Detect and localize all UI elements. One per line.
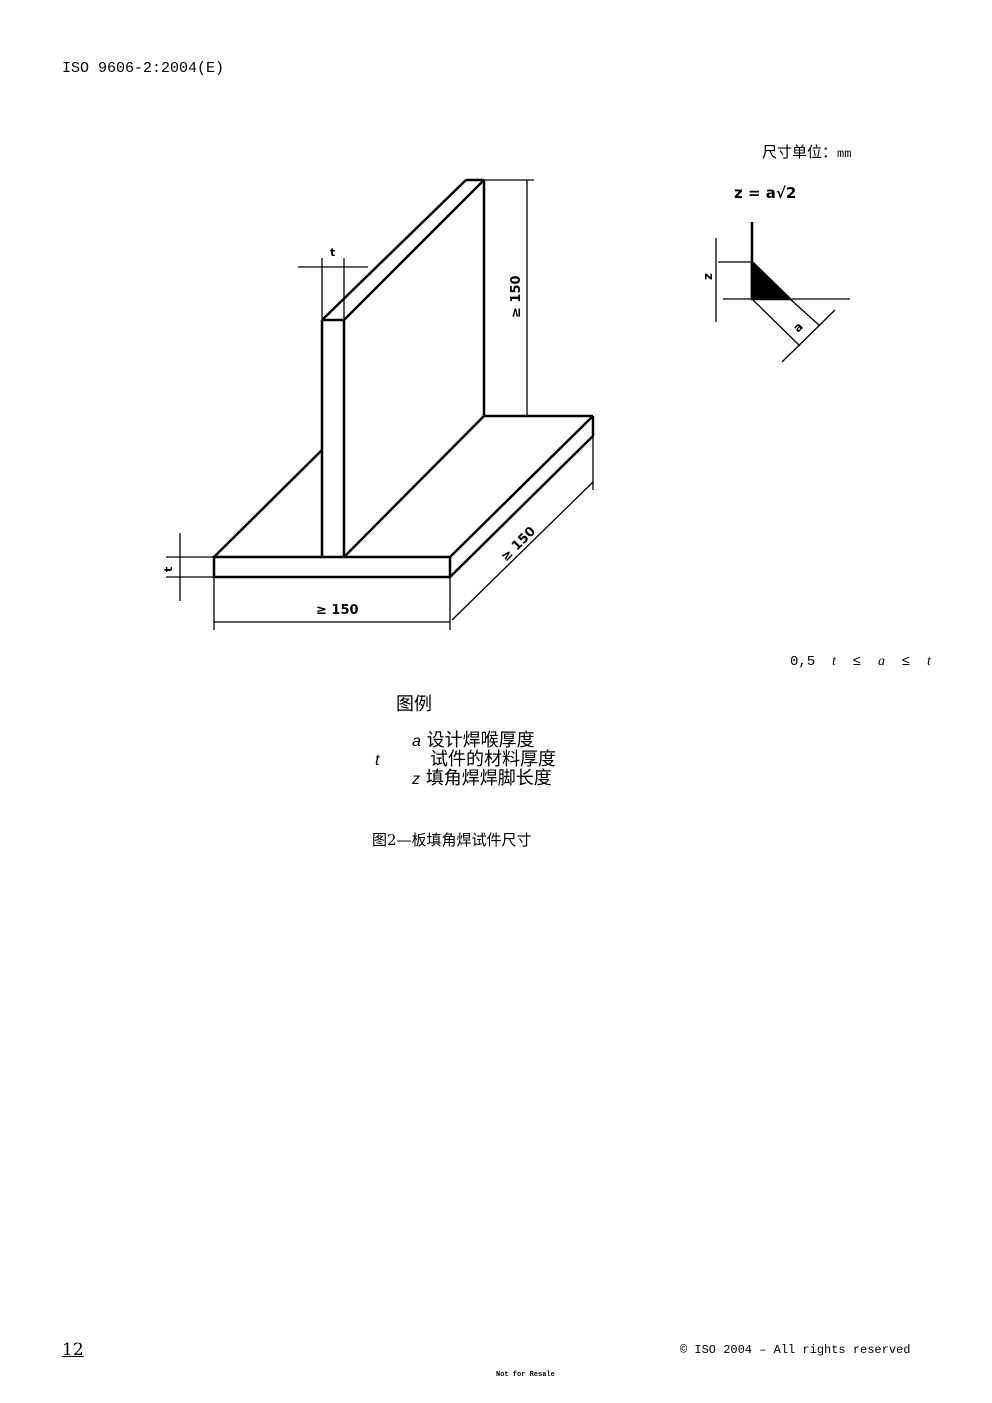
detail-label-a: a: [790, 319, 806, 335]
legend-title: 图例: [396, 694, 432, 715]
dim-width-label: ≥ 150: [316, 603, 359, 618]
resale-notice: Not for Resale: [496, 1371, 555, 1379]
dim-thickness-top-label: t: [330, 246, 335, 259]
detail-label-z: z: [701, 273, 715, 280]
detail-formula: z = a√2: [734, 184, 796, 202]
dimension-lines: [166, 179, 850, 630]
units-note: 尺寸单位：mm: [762, 141, 851, 162]
dim-depth-label: ≥ 150: [498, 524, 539, 565]
dim-thickness-left-label: t: [162, 567, 175, 572]
units-label: 尺寸单位：: [762, 143, 838, 161]
dim-height-label: ≥ 150: [509, 275, 524, 318]
test-piece-outline: [212, 178, 595, 579]
legend-item-z: z 填角焊焊脚长度: [412, 768, 552, 789]
copyright-notice: © ISO 2004 – All rights reserved: [680, 1343, 911, 1357]
legend-item-t-symbol: t: [375, 752, 380, 769]
page-number: 12: [62, 1340, 84, 1360]
units-value: mm: [837, 147, 852, 161]
detail-fillet-weld: [750, 222, 794, 301]
document-id-header: ISO 9606-2:2004(E): [62, 60, 225, 77]
figure-caption: 图2—板填角焊试件尺寸: [372, 831, 532, 849]
legend-item-t-text: 试件的材料厚度: [430, 749, 556, 770]
legend-item-a: a 设计焊喉厚度: [412, 730, 535, 751]
throat-condition: 0,5 t ≤ a ≤ t: [790, 654, 931, 670]
